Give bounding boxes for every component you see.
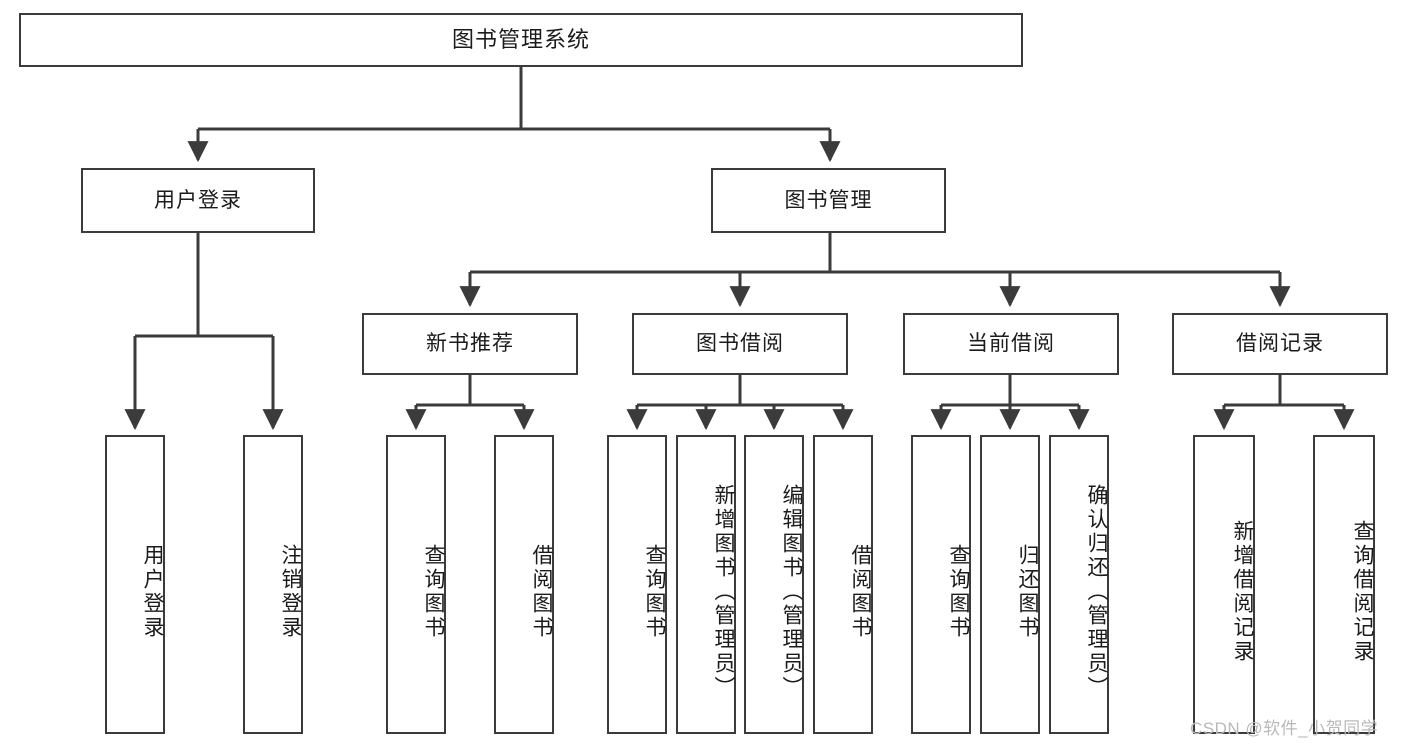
node-root-system[interactable]: 图书管理系统 <box>19 13 1023 67</box>
node-leaf-confirm-return[interactable]: 确认归还（管理员） <box>1049 435 1109 734</box>
node-label: 注销登录 <box>279 543 302 640</box>
node-label: 图书管理系统 <box>451 26 590 52</box>
node-leaf-add-record[interactable]: 新增借阅记录 <box>1193 435 1255 734</box>
node-current-borrow[interactable]: 当前借阅 <box>903 313 1119 375</box>
node-leaf-edit-book[interactable]: 编辑图书（管理员） <box>744 435 804 734</box>
node-label: 图书管理 <box>784 188 873 212</box>
node-label: 新书推荐 <box>426 332 514 356</box>
node-label: 用户登录 <box>141 543 164 640</box>
node-user-login[interactable]: 用户登录 <box>81 168 315 233</box>
node-leaf-query-book-3[interactable]: 查询图书 <box>911 435 971 734</box>
node-label: 借阅记录 <box>1236 332 1324 356</box>
node-leaf-user-login[interactable]: 用户登录 <box>105 435 165 734</box>
node-leaf-return-book[interactable]: 归还图书 <box>980 435 1040 734</box>
node-leaf-query-record[interactable]: 查询借阅记录 <box>1313 435 1375 734</box>
node-label: 借阅图书 <box>849 543 872 640</box>
node-label: 借阅图书 <box>530 543 553 640</box>
node-label: 新增图书（管理员） <box>712 483 735 700</box>
node-book-manage[interactable]: 图书管理 <box>711 168 946 233</box>
node-label: 查询图书 <box>422 543 445 640</box>
node-new-book-rec[interactable]: 新书推荐 <box>362 313 578 375</box>
node-leaf-query-book-2[interactable]: 查询图书 <box>607 435 667 734</box>
node-leaf-query-book-1[interactable]: 查询图书 <box>386 435 446 734</box>
node-label: 图书借阅 <box>696 332 784 356</box>
node-leaf-logout[interactable]: 注销登录 <box>243 435 303 734</box>
node-label: 确认归还（管理员） <box>1085 483 1108 700</box>
node-label: 查询图书 <box>643 543 666 640</box>
node-borrow-record[interactable]: 借阅记录 <box>1172 313 1388 375</box>
node-leaf-add-book[interactable]: 新增图书（管理员） <box>676 435 736 734</box>
node-label: 新增借阅记录 <box>1231 519 1254 664</box>
node-label: 用户登录 <box>154 188 242 212</box>
node-label: 归还图书 <box>1016 543 1039 640</box>
node-leaf-borrow-book-1[interactable]: 借阅图书 <box>494 435 554 734</box>
node-label: 当前借阅 <box>967 332 1055 356</box>
csdn-watermark: CSDN @软件_小贺同学 <box>1190 719 1379 738</box>
node-book-borrow[interactable]: 图书借阅 <box>632 313 848 375</box>
node-label: 查询图书 <box>947 543 970 640</box>
node-label: 查询借阅记录 <box>1351 519 1374 664</box>
node-leaf-borrow-book-2[interactable]: 借阅图书 <box>813 435 873 734</box>
node-label: 编辑图书（管理员） <box>780 483 803 700</box>
